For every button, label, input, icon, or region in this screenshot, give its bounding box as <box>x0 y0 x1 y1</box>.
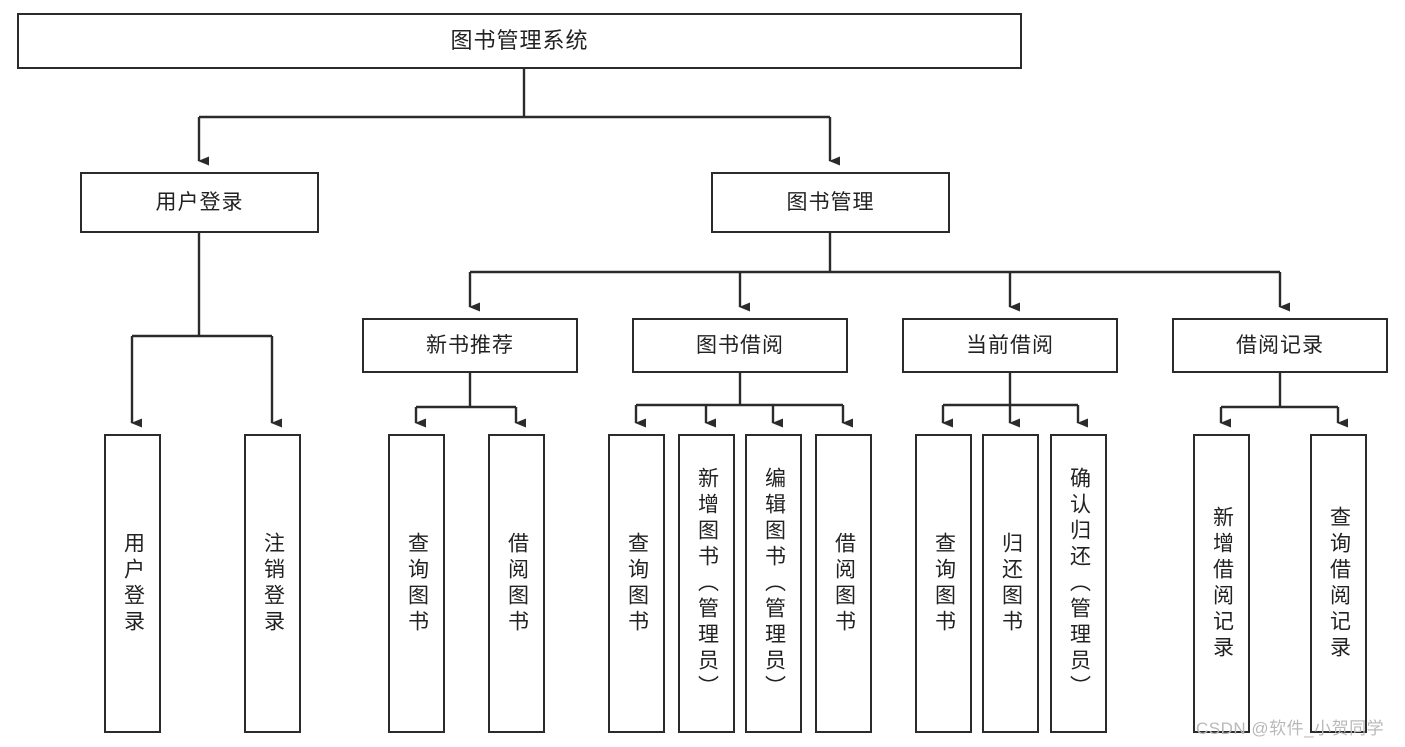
node-root-label: 图书管理系统 <box>450 27 589 53</box>
node-leaf-借阅图书-label: 借阅图书 <box>832 531 856 636</box>
node-leaf-借阅图书-label: 借阅图书 <box>505 531 529 636</box>
node-leaf-查询借阅记录-label: 查询借阅记录 <box>1327 505 1351 662</box>
node-leaf-查询图书-8[interactable]: 查询图书 <box>915 434 972 733</box>
node-leaf-用户登录-label: 用户登录 <box>121 531 145 636</box>
node-leaf-确认归还管理员-label: 确认归还（管理员） <box>1067 466 1091 701</box>
node-level2-用户登录-label: 用户登录 <box>155 190 244 214</box>
node-leaf-查询图书-2[interactable]: 查询图书 <box>388 434 445 733</box>
node-leaf-新增图书管理员-5[interactable]: 新增图书（管理员） <box>678 434 735 733</box>
csdn-watermark: CSDN @软件_小贺同学 <box>1196 719 1385 738</box>
node-level2-用户登录-0[interactable]: 用户登录 <box>80 172 319 233</box>
node-level3-当前借阅-2[interactable]: 当前借阅 <box>902 318 1118 373</box>
node-leaf-借阅图书-7[interactable]: 借阅图书 <box>815 434 872 733</box>
node-leaf-新增借阅记录-11[interactable]: 新增借阅记录 <box>1193 434 1250 733</box>
node-level2-图书管理-1[interactable]: 图书管理 <box>711 172 950 233</box>
node-level3-当前借阅-label: 当前借阅 <box>966 333 1054 357</box>
node-leaf-注销登录-1[interactable]: 注销登录 <box>244 434 301 733</box>
node-level2-图书管理-label: 图书管理 <box>786 190 875 214</box>
node-leaf-查询图书-4[interactable]: 查询图书 <box>608 434 665 733</box>
node-leaf-编辑图书管理员-6[interactable]: 编辑图书（管理员） <box>745 434 802 733</box>
node-leaf-查询图书-label: 查询图书 <box>932 531 956 636</box>
node-leaf-查询图书-label: 查询图书 <box>625 531 649 636</box>
node-leaf-编辑图书管理员-label: 编辑图书（管理员） <box>762 466 786 701</box>
node-leaf-新增借阅记录-label: 新增借阅记录 <box>1210 505 1234 662</box>
node-leaf-确认归还管理员-10[interactable]: 确认归还（管理员） <box>1050 434 1107 733</box>
node-level3-图书借阅-label: 图书借阅 <box>696 333 784 357</box>
node-leaf-注销登录-label: 注销登录 <box>261 531 285 636</box>
node-level3-新书推荐-0[interactable]: 新书推荐 <box>362 318 578 373</box>
node-leaf-新增图书管理员-label: 新增图书（管理员） <box>695 466 719 701</box>
node-leaf-用户登录-0[interactable]: 用户登录 <box>104 434 161 733</box>
node-root[interactable]: 图书管理系统 <box>17 13 1022 69</box>
node-leaf-查询借阅记录-12[interactable]: 查询借阅记录 <box>1310 434 1367 733</box>
node-leaf-查询图书-label: 查询图书 <box>405 531 429 636</box>
node-leaf-借阅图书-3[interactable]: 借阅图书 <box>488 434 545 733</box>
node-leaf-归还图书-9[interactable]: 归还图书 <box>982 434 1039 733</box>
node-level3-借阅记录-label: 借阅记录 <box>1236 333 1324 357</box>
node-level3-新书推荐-label: 新书推荐 <box>426 333 514 357</box>
node-leaf-归还图书-label: 归还图书 <box>999 531 1023 636</box>
node-level3-借阅记录-3[interactable]: 借阅记录 <box>1172 318 1388 373</box>
node-level3-图书借阅-1[interactable]: 图书借阅 <box>632 318 848 373</box>
